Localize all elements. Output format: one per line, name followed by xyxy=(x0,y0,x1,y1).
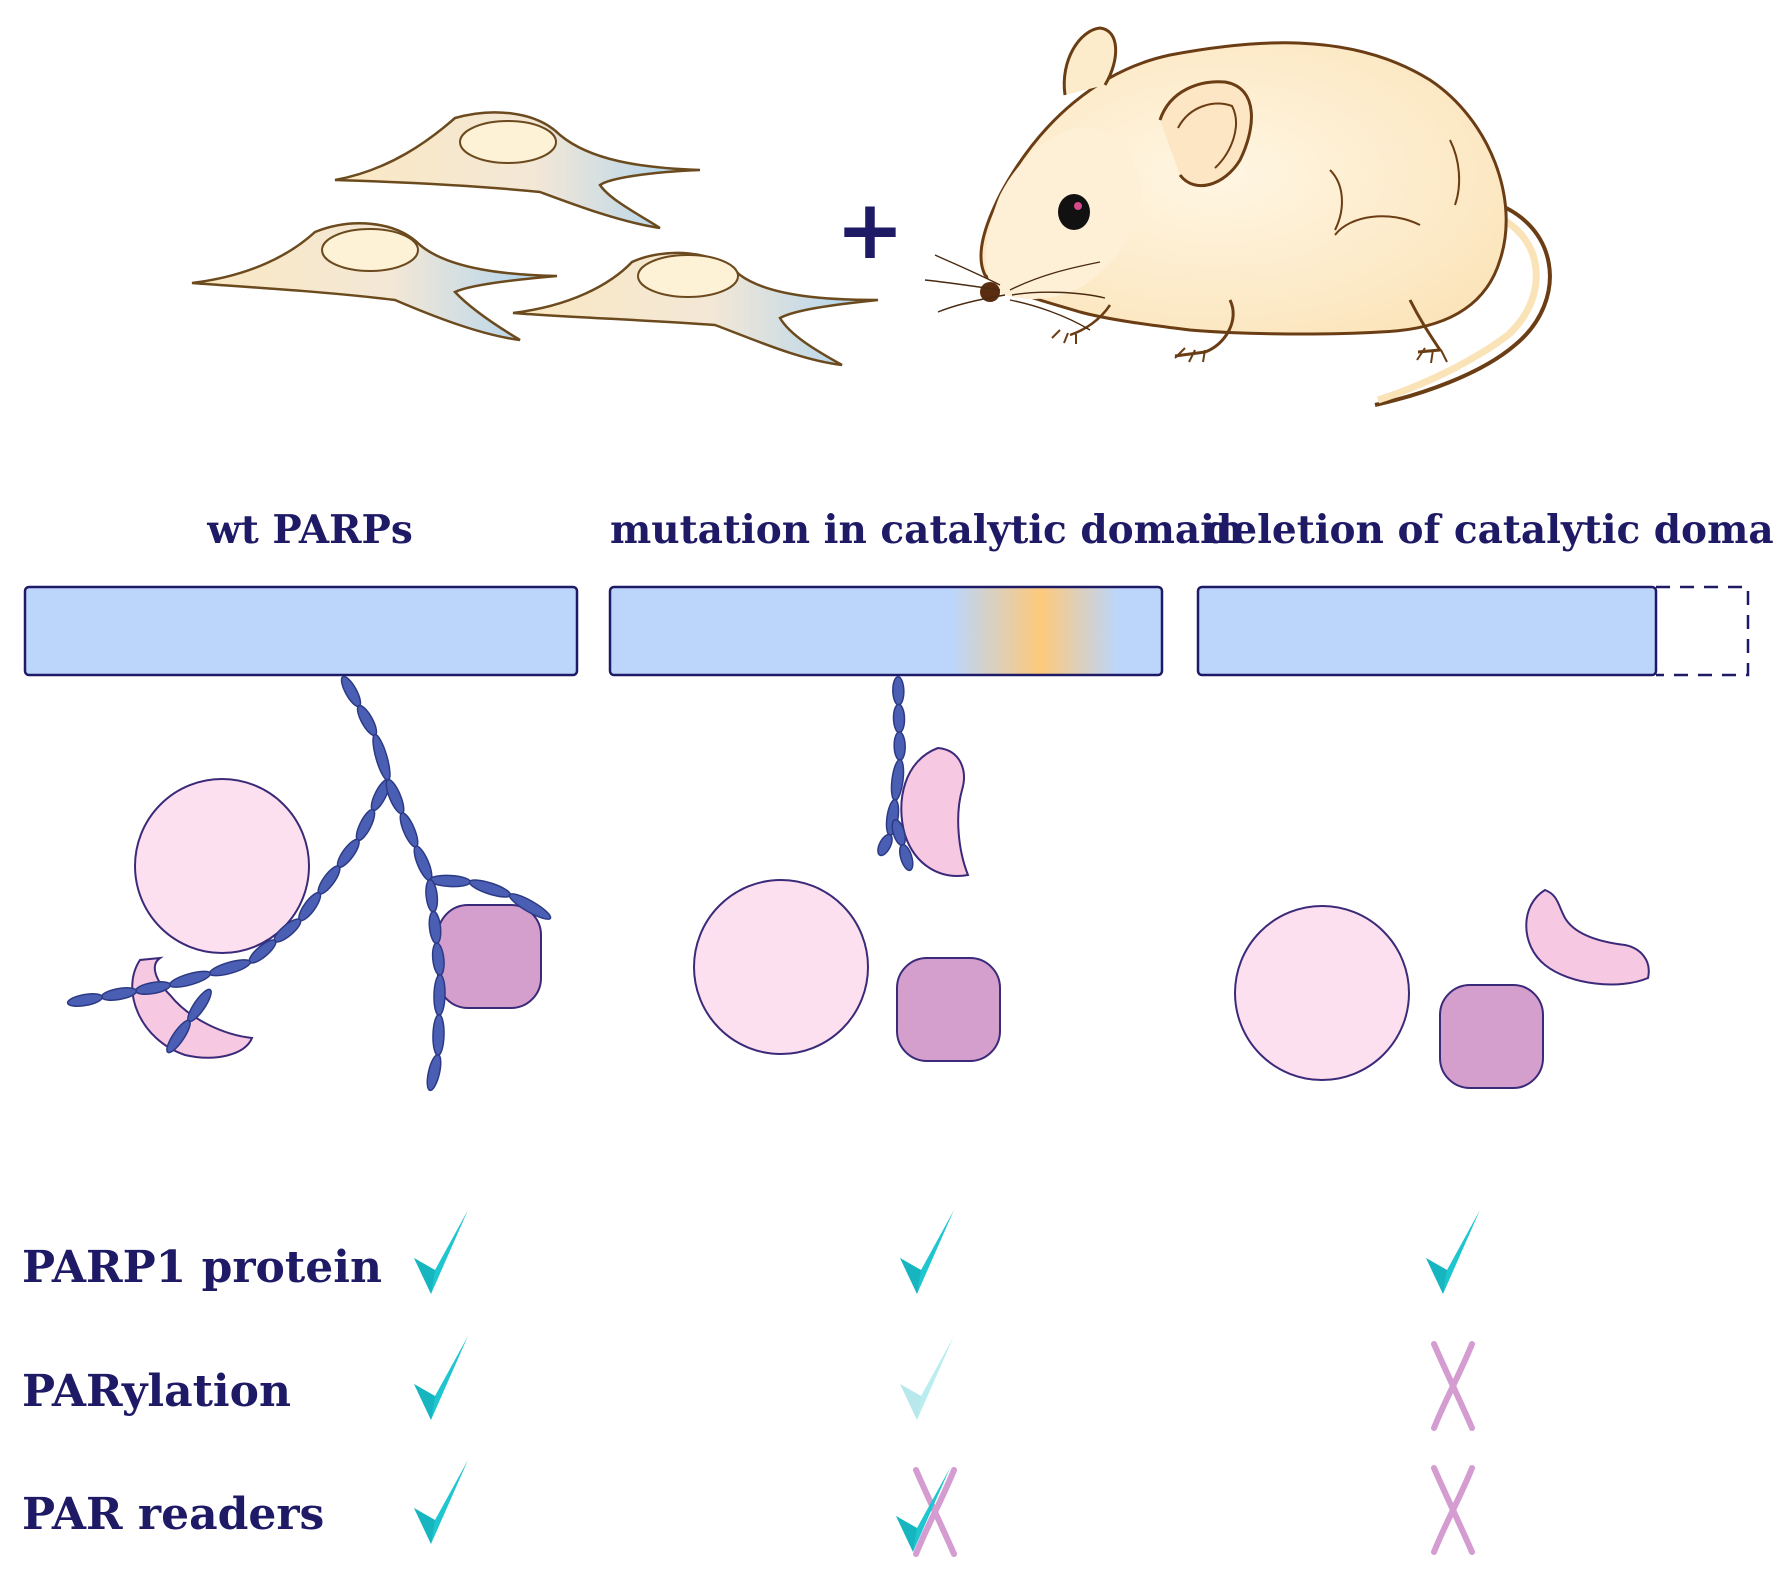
cell-icon xyxy=(512,251,879,367)
par-unit xyxy=(433,973,446,1017)
domain-bar-mutation xyxy=(608,585,1164,677)
row-label-parp1-protein: PARP1 protein xyxy=(22,1242,382,1293)
par-unit xyxy=(100,987,138,1001)
par-unit xyxy=(892,703,906,734)
par-unit xyxy=(66,993,104,1007)
rounded-square-protein xyxy=(1439,984,1544,1089)
par-unit xyxy=(426,1053,442,1092)
domain-bar-deletion xyxy=(1196,585,1658,677)
par-unit xyxy=(399,812,419,848)
par-unit xyxy=(340,675,362,708)
status-marks xyxy=(414,1210,1480,1554)
check-icon xyxy=(900,1336,954,1420)
par-unit xyxy=(336,838,360,869)
large-circle-protein xyxy=(693,879,869,1055)
row-label-par-readers: PAR readers xyxy=(22,1489,325,1540)
par-unit xyxy=(356,704,378,737)
check-icon xyxy=(414,1460,468,1544)
large-circle-protein xyxy=(134,778,310,954)
par-unit xyxy=(428,910,442,945)
cross-icon xyxy=(1434,1344,1472,1428)
column-title-deletion: deletion of catalytic domain xyxy=(1205,507,1773,553)
domain-bar-wt xyxy=(23,585,579,677)
par-unit xyxy=(508,893,552,920)
large-circle-protein xyxy=(1234,905,1410,1081)
plus-sign: + xyxy=(836,183,905,278)
par-unit xyxy=(317,865,341,895)
check-icon xyxy=(900,1210,954,1294)
cell-icon xyxy=(191,222,558,342)
deleted-domain-outline xyxy=(1656,585,1750,677)
cross-icon xyxy=(1434,1468,1472,1552)
par-unit xyxy=(898,843,914,872)
mouse-icon xyxy=(924,26,1552,407)
rounded-square-protein xyxy=(437,904,542,1009)
par-unit xyxy=(468,879,512,898)
par-unit xyxy=(893,731,906,762)
crescent-protein xyxy=(900,746,970,877)
check-icon xyxy=(414,1336,468,1420)
par-unit xyxy=(432,1013,445,1057)
cross-icon xyxy=(916,1470,954,1554)
par-unit xyxy=(187,988,212,1023)
par-unit xyxy=(892,675,905,706)
check-icon xyxy=(1426,1210,1480,1294)
column-title-mutation: mutation in catalytic domain xyxy=(610,507,1244,553)
par-unit xyxy=(168,970,212,988)
cell-icon xyxy=(334,111,701,230)
row-label-parylation: PARylation xyxy=(22,1366,291,1417)
par-unit xyxy=(208,959,252,977)
par-unit xyxy=(372,733,391,782)
column-title-wt: wt PARPs xyxy=(207,507,413,553)
rounded-square-protein xyxy=(896,957,1001,1062)
crescent-protein xyxy=(1525,888,1650,986)
par-unit xyxy=(166,1019,191,1054)
par-unit xyxy=(413,845,433,882)
par-unit xyxy=(355,808,376,842)
par-chain-wt xyxy=(66,675,552,1092)
check-icon xyxy=(414,1210,468,1294)
par-unit xyxy=(877,833,893,857)
par-chain-mutation xyxy=(877,675,914,872)
